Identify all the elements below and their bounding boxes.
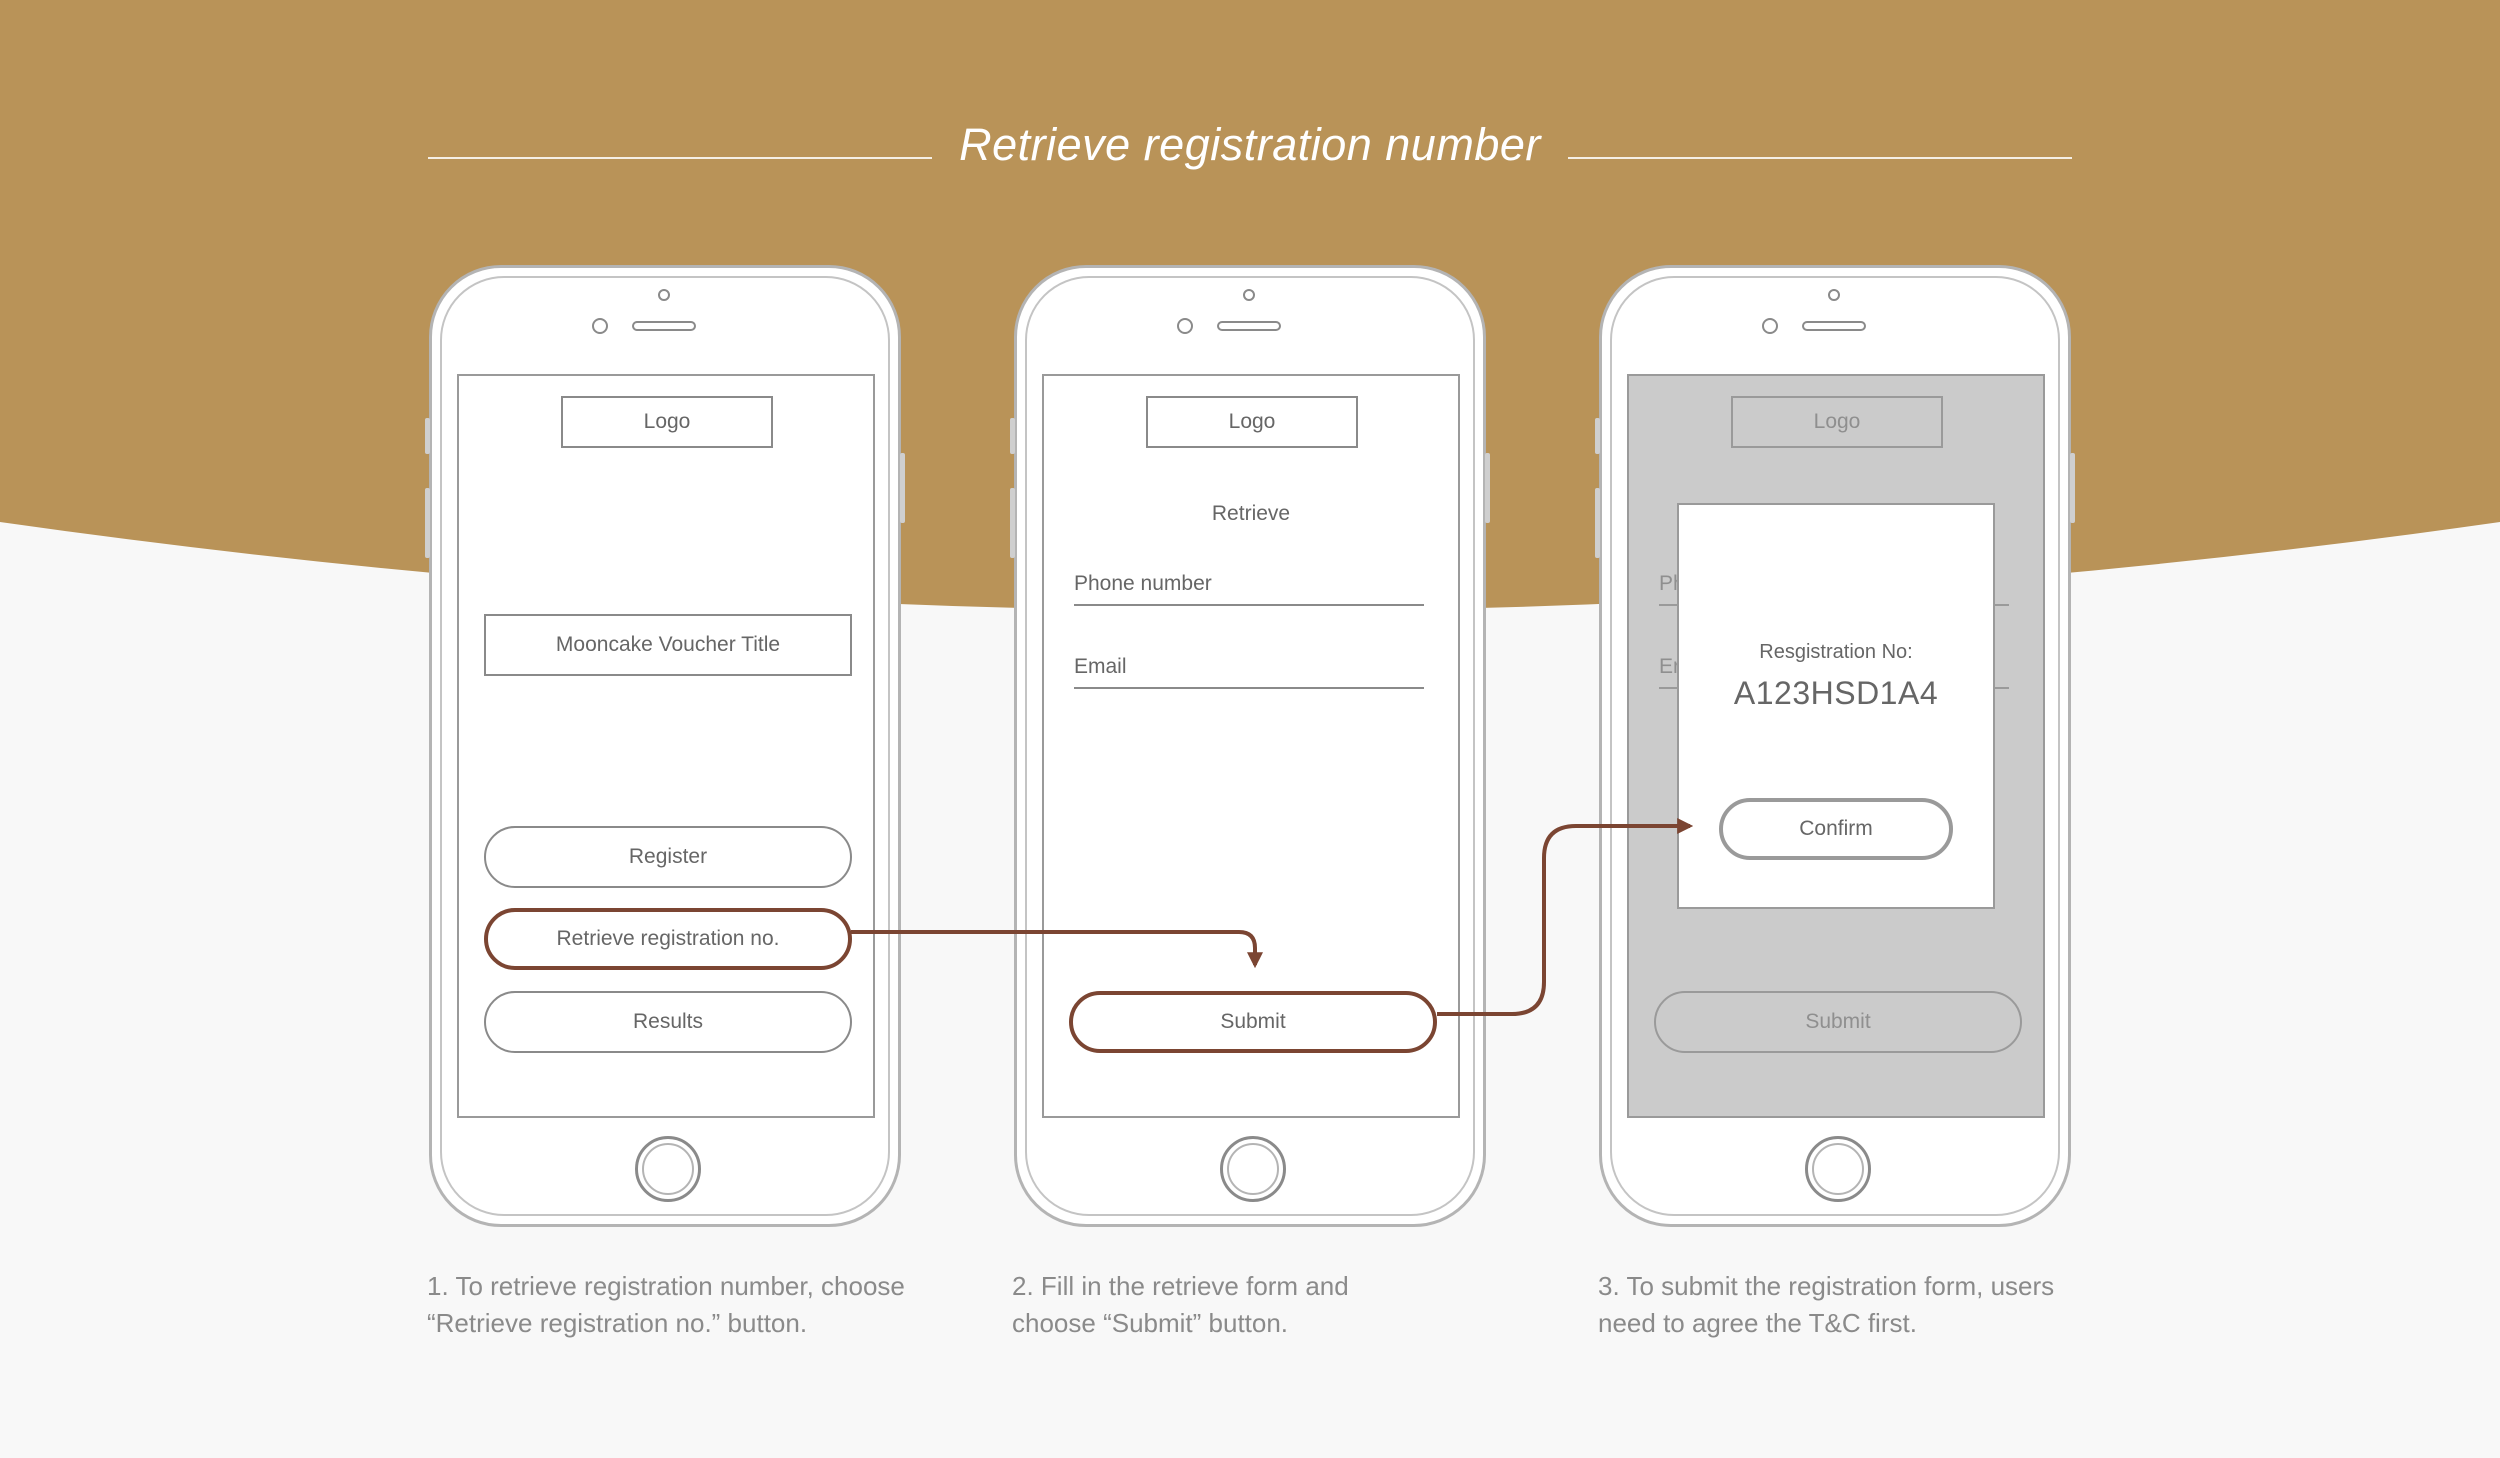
phone-side-button bbox=[1010, 488, 1015, 558]
logo-placeholder: Logo bbox=[1146, 396, 1358, 448]
phone-side-button bbox=[425, 488, 430, 558]
results-button[interactable]: Results bbox=[484, 991, 852, 1053]
phone-side-button bbox=[900, 453, 905, 523]
phone-side-button bbox=[1010, 418, 1015, 454]
speaker-icon bbox=[1217, 321, 1281, 331]
phone-mockup-2: Logo Retrieve Phone number Email Submit bbox=[1010, 265, 1490, 1227]
camera-icon bbox=[1243, 289, 1255, 301]
home-button-ring bbox=[642, 1143, 694, 1195]
step-caption-1: 1. To retrieve registration number, choo… bbox=[427, 1271, 905, 1338]
phone-side-button bbox=[1485, 453, 1490, 523]
email-label: Er bbox=[1659, 655, 1680, 678]
step-caption-2: 2. Fill in the retrieve form and choose … bbox=[1012, 1271, 1349, 1338]
phone-number-label: Phone number bbox=[1074, 572, 1212, 595]
phone-number-field[interactable]: Phone number bbox=[1074, 572, 1424, 606]
phone-bezel bbox=[1610, 276, 2060, 1216]
confirm-button[interactable]: Confirm bbox=[1719, 798, 1953, 860]
field-underline bbox=[1074, 687, 1424, 689]
confirmation-screen: Logo Ph Er Submit Resgistration No: A123… bbox=[1627, 374, 2045, 1118]
page-title: Retrieve registration number bbox=[959, 119, 1541, 170]
home-button[interactable] bbox=[635, 1136, 701, 1202]
home-button-ring bbox=[1227, 1143, 1279, 1195]
phone-side-button bbox=[1595, 418, 1600, 454]
registration-number-modal: Resgistration No: A123HSD1A4 Confirm bbox=[1677, 503, 1995, 909]
email-field[interactable]: Email bbox=[1074, 655, 1424, 689]
submit-button-disabled: Submit bbox=[1654, 991, 2022, 1053]
registration-number-value: A123HSD1A4 bbox=[1733, 675, 1939, 711]
heading-rule-right bbox=[1568, 157, 2072, 159]
sensor-icon bbox=[1762, 318, 1778, 334]
heading-rule-left bbox=[428, 157, 932, 159]
registration-number-label: Resgistration No: bbox=[1759, 641, 1913, 663]
phone-side-button bbox=[1595, 488, 1600, 558]
step-caption-3: 3. To submit the registration form, user… bbox=[1598, 1271, 2055, 1338]
speaker-icon bbox=[1802, 321, 1866, 331]
retrieve-registration-button[interactable]: Retrieve registration no. bbox=[484, 908, 852, 970]
speaker-icon bbox=[632, 321, 696, 331]
sensor-icon bbox=[1177, 318, 1193, 334]
voucher-title: Mooncake Voucher Title bbox=[484, 614, 852, 676]
home-button-ring bbox=[1812, 1143, 1864, 1195]
home-screen: Logo Mooncake Voucher Title Register Ret… bbox=[457, 374, 875, 1118]
home-button[interactable] bbox=[1220, 1136, 1286, 1202]
logo-placeholder: Logo bbox=[1731, 396, 1943, 448]
phone-mockup-3: Logo Ph Er Submit Resgistration No: A123… bbox=[1595, 265, 2075, 1227]
phone-bezel bbox=[440, 276, 890, 1216]
form-heading: Retrieve bbox=[1211, 502, 1291, 525]
home-button[interactable] bbox=[1805, 1136, 1871, 1202]
camera-icon bbox=[1828, 289, 1840, 301]
submit-button[interactable]: Submit bbox=[1069, 991, 1437, 1053]
sensor-icon bbox=[592, 318, 608, 334]
phone-bezel bbox=[1025, 276, 1475, 1216]
register-button[interactable]: Register bbox=[484, 826, 852, 888]
phone-mockup-1: Logo Mooncake Voucher Title Register Ret… bbox=[425, 265, 905, 1227]
phone-side-button bbox=[2070, 453, 2075, 523]
logo-placeholder: Logo bbox=[561, 396, 773, 448]
retrieve-form-screen: Logo Retrieve Phone number Email Submit bbox=[1042, 374, 1460, 1118]
field-underline bbox=[1074, 604, 1424, 606]
email-label: Email bbox=[1074, 655, 1127, 678]
phone-side-button bbox=[425, 418, 430, 454]
camera-icon bbox=[658, 289, 670, 301]
